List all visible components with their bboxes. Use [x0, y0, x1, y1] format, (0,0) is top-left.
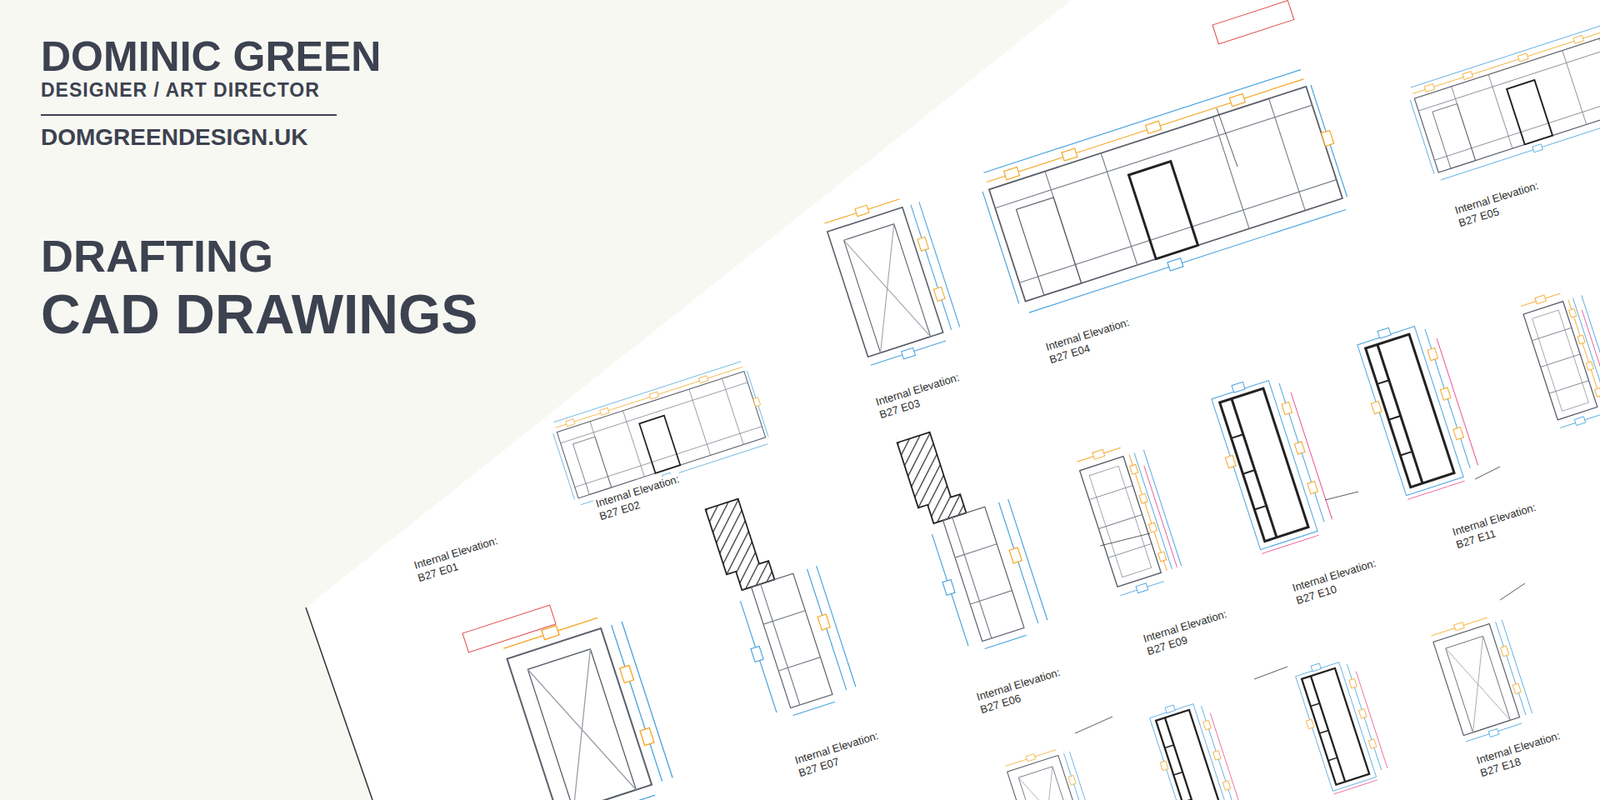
- drawing-caption: Internal Elevation:B27 E01: [410, 533, 505, 585]
- divider-line: [40, 114, 337, 116]
- elevation-e10: [1205, 369, 1336, 556]
- page-title-wrap: CAD DRAWINGS: [40, 286, 478, 342]
- page-title: CAD DRAWINGS: [40, 283, 478, 345]
- elevation-e17: [1290, 653, 1390, 795]
- elevation-e01: [501, 605, 678, 800]
- elevation-e03: [823, 189, 965, 370]
- elevation-e04: [977, 66, 1356, 319]
- brand-url: DOMGREENDESIGN.UK: [40, 124, 308, 150]
- drawing-caption: Internal Elevation:B27 E11: [1449, 500, 1543, 551]
- drawing-caption: Internal Elevation:B27 E05: [1451, 178, 1545, 230]
- drawing-caption: Internal Elevation:B27 E02: [592, 471, 686, 523]
- section-heading: DRAFTING: [40, 230, 274, 281]
- brand-url-wrap: DOMGREENDESIGN.UK: [40, 125, 308, 150]
- drawing-caption: Internal Elevation:B27 E10: [1289, 555, 1383, 607]
- elevation-e09: [1075, 437, 1185, 599]
- drawing-caption: Internal Elevation:B27 E07: [791, 728, 885, 780]
- elevation-e15: [1004, 743, 1100, 800]
- brand-name-wrap: DOMINIC GREEN: [40, 35, 381, 78]
- elevation-e11: [1350, 315, 1482, 502]
- leader-lines: [1075, 108, 1525, 734]
- drawing-sheet: [305, 0, 1600, 800]
- drawing-caption: Internal Elevation:B27 E09: [1140, 606, 1234, 658]
- brand-role: DESIGNER / ART DIRECTOR: [40, 79, 320, 101]
- elevation-e06: [897, 415, 1050, 655]
- elevation-e16: [1144, 695, 1245, 800]
- brand-role-wrap: DESIGNER / ART DIRECTOR: [40, 80, 320, 100]
- section-heading-wrap: DRAFTING: [40, 233, 274, 279]
- drawing-caption: Internal Elevation:B27 E03: [872, 370, 966, 421]
- sheet-edge: [305, 607, 373, 800]
- red-note-boxes: [462, 0, 1295, 653]
- elevation-e12: [1520, 284, 1600, 431]
- elevation-e18: [1430, 610, 1535, 745]
- brand-name: DOMINIC GREEN: [40, 33, 381, 80]
- drawing-caption: Internal Elevation:B27 E04: [1042, 315, 1136, 366]
- elevation-e05: [1406, 17, 1600, 184]
- elevation-e07: [705, 482, 859, 722]
- drawing-caption: Internal Elevation:B27 E18: [1473, 728, 1567, 780]
- drawing-caption: Internal Elevation:B27 E06: [973, 665, 1067, 716]
